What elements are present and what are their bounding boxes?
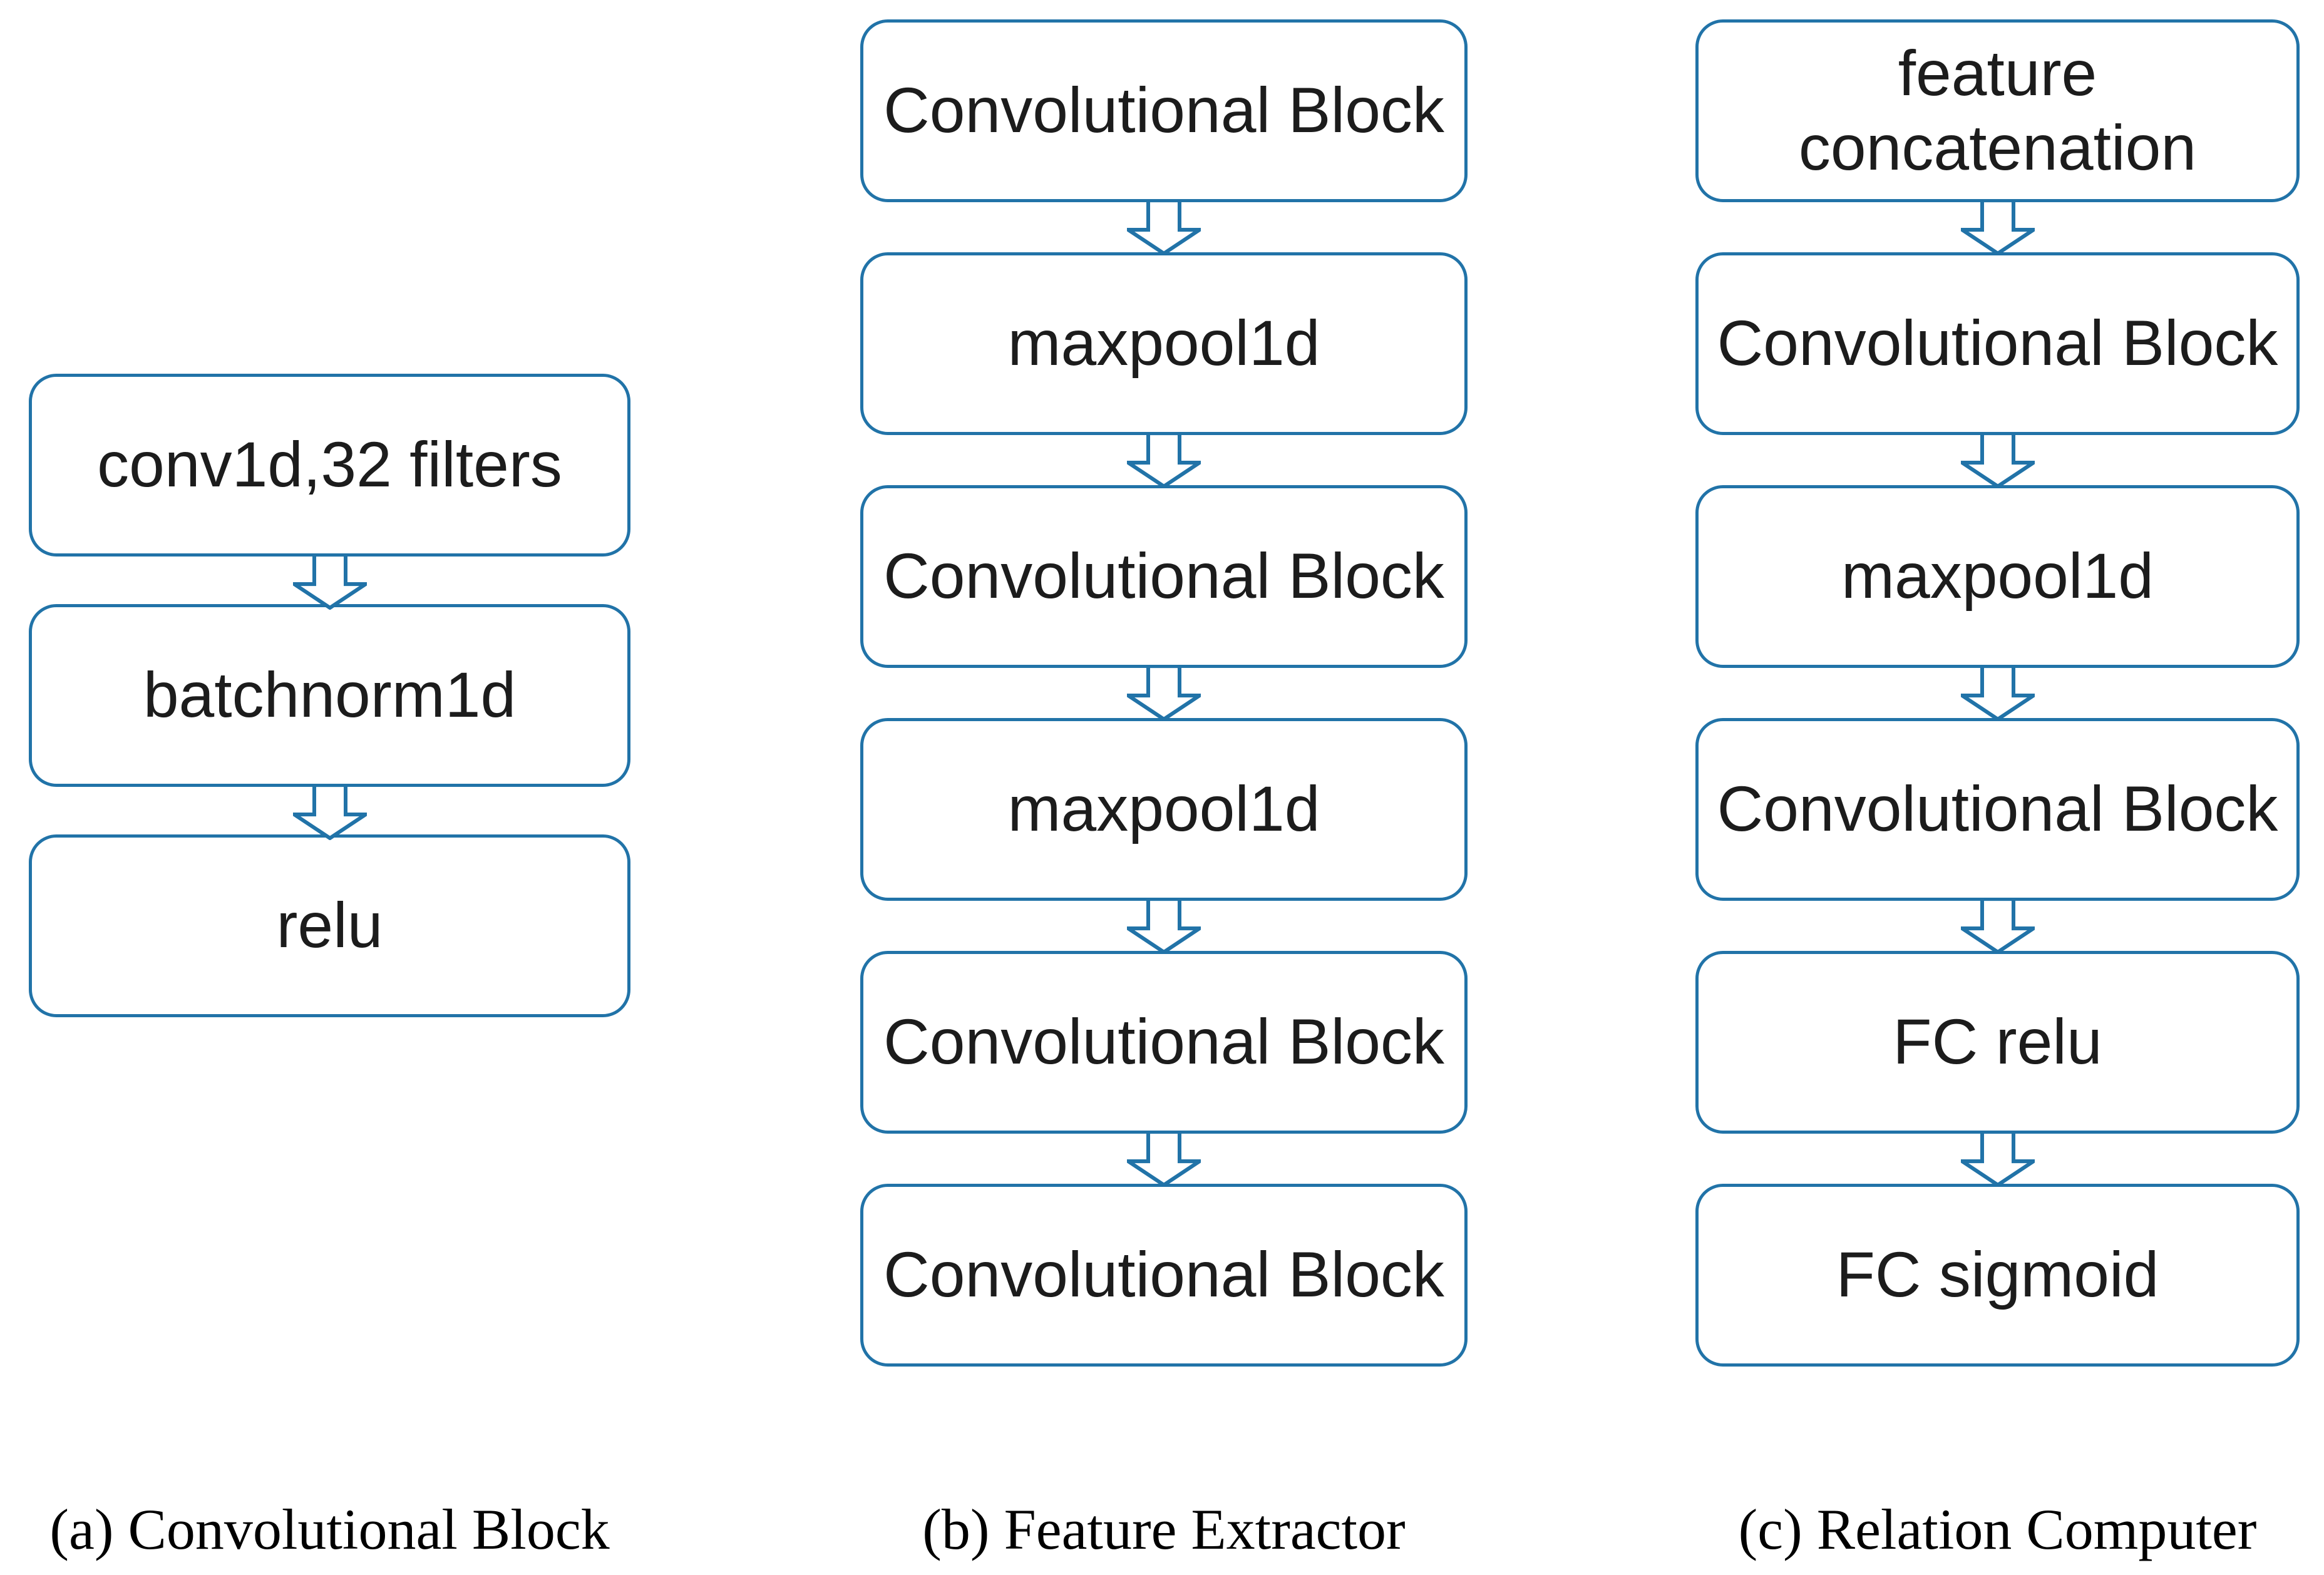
node-label: FC sigmoid [1836, 1239, 2159, 1311]
node-label: FC relu [1893, 1006, 2102, 1078]
down-arrow-icon [860, 899, 1468, 954]
node-box: Convolutional Block [1695, 718, 2300, 901]
node-box: Convolutional Block [860, 485, 1468, 668]
down-arrow-icon [1695, 433, 2300, 488]
node-box: maxpool1d [860, 252, 1468, 435]
node-label: Convolutional Block [883, 74, 1444, 146]
column-feature-extractor: Convolutional Block maxpool1d Convolutio… [860, 19, 1468, 1367]
node-label: relu [276, 890, 383, 962]
column-relation-computer: feature concatenation Convolutional Bloc… [1695, 19, 2300, 1367]
node-label: conv1d,32 filters [97, 429, 562, 501]
node-box: Convolutional Block [860, 951, 1468, 1134]
node-label: feature concatenation [1798, 37, 2197, 183]
down-arrow-icon [29, 555, 630, 610]
down-arrow-icon [1695, 666, 2300, 721]
node-box: Convolutional Block [1695, 252, 2300, 435]
node-label: maxpool1d [1007, 307, 1320, 379]
node-box: batchnorm1d [29, 604, 630, 787]
node-box: maxpool1d [860, 718, 1468, 901]
down-arrow-icon [29, 785, 630, 840]
node-label: Convolutional Block [883, 1006, 1444, 1078]
node-label: Convolutional Block [883, 1239, 1444, 1311]
node-box: maxpool1d [1695, 485, 2300, 668]
node-label: Convolutional Block [1717, 307, 2278, 379]
down-arrow-icon [1695, 899, 2300, 954]
node-label: batchnorm1d [143, 659, 517, 731]
node-box: conv1d,32 filters [29, 374, 630, 557]
node-box: relu [29, 834, 630, 1017]
node-box: Convolutional Block [860, 1184, 1468, 1367]
figure-caption-b: (b) Feature Extractor [922, 1497, 1406, 1561]
node-box: Convolutional Block [860, 19, 1468, 202]
node-label: Convolutional Block [1717, 773, 2278, 845]
node-label: maxpool1d [1841, 540, 2154, 612]
down-arrow-icon [1695, 1132, 2300, 1187]
down-arrow-icon [860, 433, 1468, 488]
node-box: FC sigmoid [1695, 1184, 2300, 1367]
down-arrow-icon [860, 1132, 1468, 1187]
node-label: maxpool1d [1007, 773, 1320, 845]
column-convolutional-block: conv1d,32 filters batchnorm1d relu [29, 374, 630, 1017]
node-label: Convolutional Block [883, 540, 1444, 612]
node-box: feature concatenation [1695, 19, 2300, 202]
node-box: FC relu [1695, 951, 2300, 1134]
down-arrow-icon [1695, 200, 2300, 255]
down-arrow-icon [860, 666, 1468, 721]
down-arrow-icon [860, 200, 1468, 255]
figure-caption-a: (a) Convolutional Block [49, 1497, 610, 1561]
figure-caption-c: (c) Relation Computer [1738, 1497, 2257, 1561]
